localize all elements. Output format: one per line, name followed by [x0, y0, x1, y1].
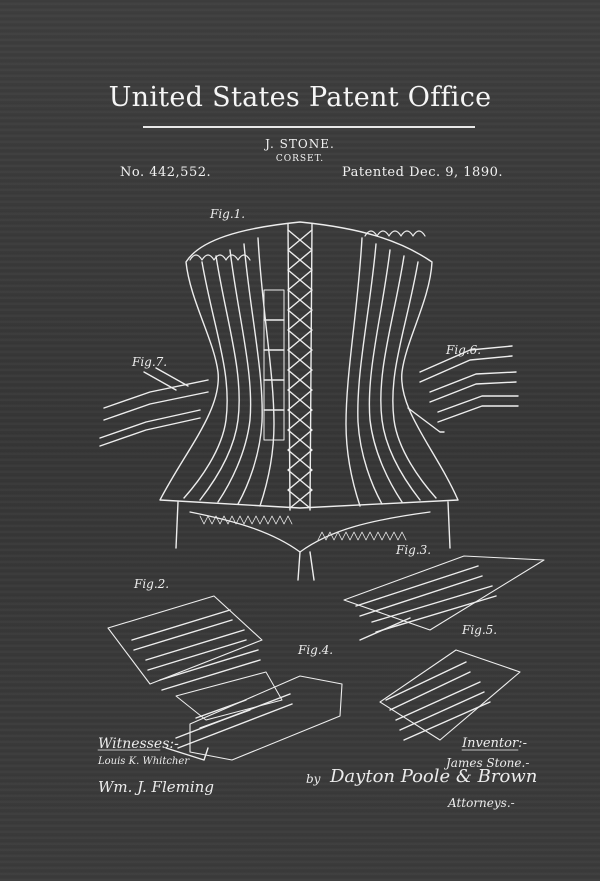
fig2-label: Fig.2.	[133, 577, 169, 591]
fig5-label: Fig.5.	[461, 623, 497, 637]
fig6-drawing	[407, 345, 519, 433]
witness-two-signature: Wm. J. Fleming	[98, 778, 214, 796]
fig7-drawing	[99, 367, 209, 447]
witness-one-signature: Louis K. Whitcher	[98, 756, 190, 767]
witnesses-label: Witnesses:-	[98, 736, 179, 752]
inventor-label: Inventor:-	[462, 736, 527, 751]
fig4-drawing	[165, 675, 343, 761]
title-rule	[143, 126, 475, 128]
fig2-drawing	[107, 595, 283, 721]
inventor-name: J. STONE.	[265, 137, 335, 151]
patent-date: Patented Dec. 9, 1890.	[342, 165, 503, 180]
patent-number: No. 442,552.	[120, 165, 212, 180]
fig3-drawing	[343, 555, 545, 641]
by-label: by	[306, 772, 321, 786]
inventor-signature: James Stone.-	[446, 756, 530, 770]
attorneys-label: Attorneys.-	[448, 796, 515, 810]
fig6-label: Fig.6.	[445, 343, 481, 357]
fig3-label: Fig.3.	[395, 543, 431, 557]
fig5-drawing	[379, 649, 521, 741]
fig1-label: Fig.1.	[209, 207, 245, 221]
patent-office-title: United States Patent Office	[108, 82, 492, 113]
patent-subject: CORSET.	[275, 154, 325, 164]
attorney-signature: Dayton Poole & Brown	[330, 766, 538, 787]
fig7-label: Fig.7.	[131, 355, 167, 369]
fig4-label: Fig.4.	[297, 643, 333, 657]
corset-figure	[159, 221, 459, 581]
